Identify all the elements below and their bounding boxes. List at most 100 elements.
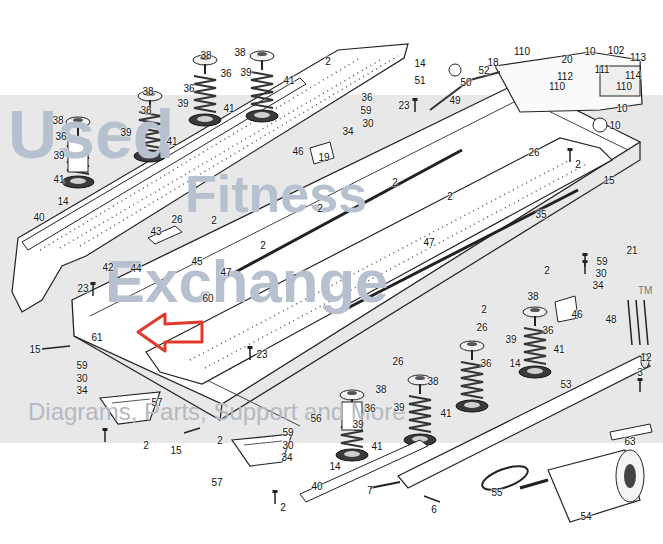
callout-number: 39 [352, 419, 363, 430]
callout-number: 40 [33, 212, 44, 223]
callout-number: 14 [414, 58, 425, 69]
callout-number: 59 [360, 105, 371, 116]
callout-number: 111 [594, 64, 609, 75]
callout-number: 113 [630, 52, 646, 63]
callout-number: 39 [240, 67, 251, 78]
callout-number: 6 [431, 504, 437, 515]
callout-number: 10 [584, 46, 595, 57]
callout-number: 7 [367, 485, 373, 496]
callout-number: 48 [605, 314, 616, 325]
callout-number: 14 [329, 461, 340, 472]
callout-number: 14 [57, 196, 68, 207]
callout-number: 36 [140, 105, 151, 116]
callout-number: 35 [535, 209, 546, 220]
callout-number: 39 [120, 127, 131, 138]
callout-number: 2 [481, 304, 487, 315]
callout-number: 57 [211, 477, 222, 488]
callout-number: 15 [603, 175, 614, 186]
callout-number: 60 [202, 293, 213, 304]
callout-number: 34 [592, 280, 603, 291]
callout-number: 2 [260, 240, 266, 251]
callout-number: 114 [625, 70, 641, 81]
callout-number: 23 [398, 100, 409, 111]
callout-number: 44 [130, 263, 141, 274]
callout-number: 2 [280, 502, 286, 513]
callout-number: 51 [414, 75, 425, 86]
callout-number: 40 [311, 481, 322, 492]
callout-number: 23 [77, 283, 88, 294]
callout-number: 36 [480, 358, 491, 369]
callout-number: 45 [191, 256, 202, 267]
callout-number: 46 [292, 146, 303, 157]
callout-number: 2 [447, 191, 453, 202]
callout-number: 38 [52, 115, 63, 126]
callout-number: 36 [364, 403, 375, 414]
callout-number: 2 [544, 265, 550, 276]
callout-number: 63 [624, 436, 635, 447]
watermark-text: Fitness [185, 168, 367, 220]
callout-number: 2 [575, 159, 581, 170]
callout-number: 36 [220, 68, 231, 79]
callout-number: 41 [166, 136, 177, 147]
callout-number: 12 [640, 352, 651, 363]
callout-number: 38 [427, 376, 438, 387]
callout-number: 2 [392, 177, 398, 188]
callout-number: 61 [91, 332, 102, 343]
watermark-text: TM [638, 286, 652, 296]
callout-number: 23 [256, 349, 267, 360]
callout-number: 55 [491, 487, 502, 498]
callout-number: 41 [440, 408, 451, 419]
callout-number: 59 [596, 256, 607, 267]
callout-number: 49 [449, 95, 460, 106]
callout-number: 38 [375, 384, 386, 395]
callout-number: 46 [571, 309, 582, 320]
callout-number: 34 [342, 126, 353, 137]
callout-number: 34 [281, 452, 292, 463]
callout-number: 38 [142, 86, 153, 97]
callout-number: 39 [53, 150, 64, 161]
callout-number: 56 [310, 413, 321, 424]
callout-number: 39 [177, 98, 188, 109]
watermark-text: Exchange [105, 252, 388, 312]
callout-number: 38 [527, 291, 538, 302]
callout-number: 26 [476, 322, 487, 333]
callout-number: 14 [509, 358, 520, 369]
callout-number: 59 [282, 427, 293, 438]
callout-number: 57 [151, 397, 162, 408]
callout-number: 47 [423, 237, 434, 248]
callout-number: 2 [317, 203, 323, 214]
callout-number: 26 [171, 214, 182, 225]
callout-number: 2 [211, 215, 217, 226]
callout-number: 39 [505, 334, 516, 345]
callout-number: 41 [553, 344, 564, 355]
callout-number: 38 [200, 50, 211, 61]
callout-number: 36 [183, 83, 194, 94]
callout-number: 3 [637, 367, 643, 378]
callout-number: 15 [170, 445, 181, 456]
callout-number: 41 [53, 174, 64, 185]
callout-number: 30 [362, 118, 373, 129]
callout-number: 2 [143, 440, 149, 451]
callout-number: 53 [560, 379, 571, 390]
callout-number: 54 [580, 511, 591, 522]
callout-number: 59 [76, 360, 87, 371]
callout-number: 30 [76, 373, 87, 384]
callout-number: 36 [542, 325, 553, 336]
callout-number: 18 [487, 57, 498, 68]
callout-number: 50 [460, 77, 471, 88]
callout-number: 42 [102, 262, 113, 273]
callout-number: 26 [528, 147, 539, 158]
callout-number: 110 [616, 81, 632, 92]
callout-number: 30 [595, 268, 606, 279]
callout-number: 26 [392, 356, 403, 367]
callout-number: 36 [361, 92, 372, 103]
callout-number: 10 [616, 103, 627, 114]
callout-number: 41 [223, 103, 234, 114]
callout-number: 36 [55, 131, 66, 142]
callout-number: 21 [626, 245, 637, 256]
callout-number: 102 [608, 45, 625, 56]
callout-number: 20 [561, 54, 572, 65]
callout-number: 43 [150, 226, 161, 237]
callout-number: 2 [217, 435, 223, 446]
callout-number: 10 [609, 120, 620, 131]
